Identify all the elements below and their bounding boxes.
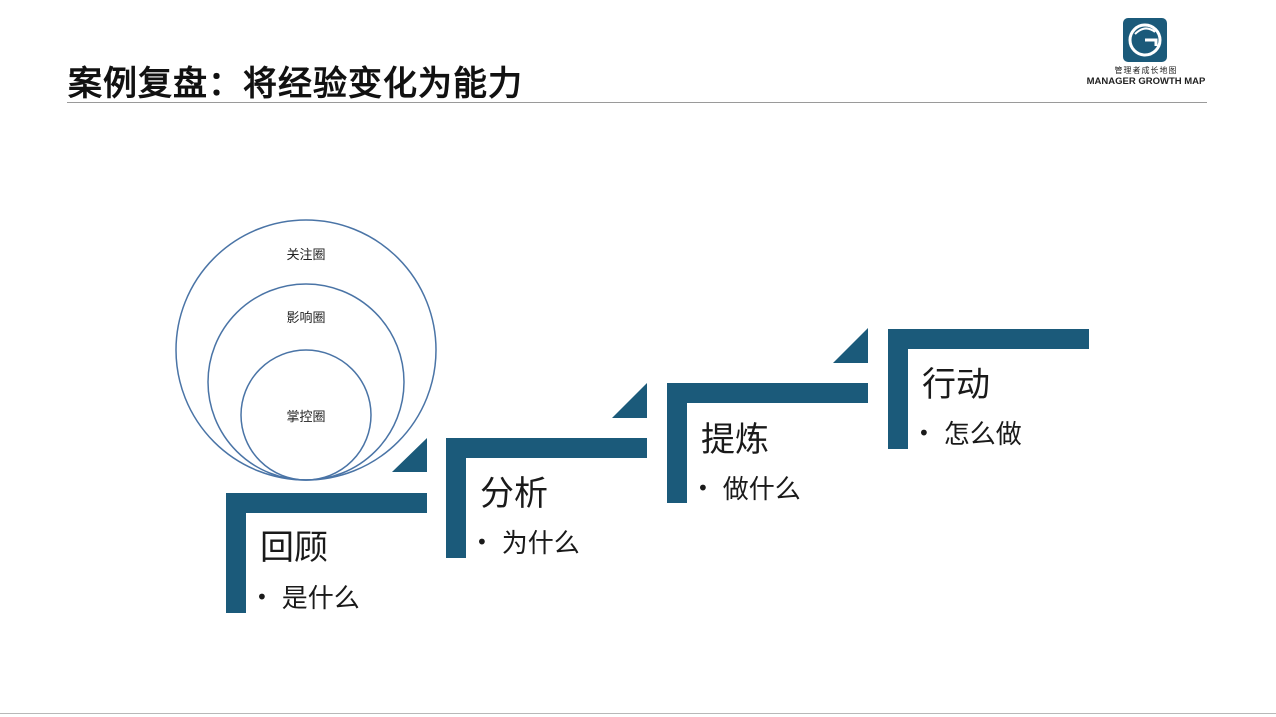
- step-title-1: 回顾: [260, 528, 328, 568]
- outer-circle-label: 关注圈: [286, 248, 326, 263]
- logo-text-cn: 管理者成长地图: [1114, 66, 1178, 75]
- step-title-2: 分析: [480, 474, 548, 514]
- step-bracket-4: [888, 329, 1089, 449]
- circles-diagram: 关注圈 影响圈 掌控圈: [172, 216, 440, 484]
- step-bracket-3: [667, 383, 868, 503]
- step-connector-3: [833, 328, 868, 363]
- title-divider: [67, 102, 1207, 103]
- inner-circle: [240, 349, 372, 481]
- step-bullet-1: •是什么: [256, 584, 360, 614]
- logo-text-en: MANAGER GROWTH MAP: [1086, 76, 1206, 87]
- step-bullet-4: •怎么做: [918, 420, 1022, 450]
- step-connector-2: [612, 383, 647, 418]
- step-bracket-1: [226, 493, 427, 613]
- page-title: 案例复盘：将经验变化为能力: [68, 64, 523, 104]
- logo-icon: [1123, 18, 1167, 62]
- middle-circle-label: 影响圈: [286, 311, 326, 326]
- step-title-3: 提炼: [701, 420, 769, 460]
- bottom-divider: [0, 713, 1276, 714]
- inner-circle-label: 掌控圈: [286, 410, 326, 425]
- step-title-4: 行动: [922, 365, 990, 405]
- logo: 管理者成长地图 MANAGER GROWTH MAP: [1082, 16, 1210, 94]
- step-bracket-2: [446, 438, 647, 558]
- step-connector-1: [392, 438, 427, 472]
- step-bullet-2: •为什么: [476, 529, 580, 559]
- circles-svg: [175, 219, 437, 481]
- step-bullet-3: •做什么: [697, 475, 801, 505]
